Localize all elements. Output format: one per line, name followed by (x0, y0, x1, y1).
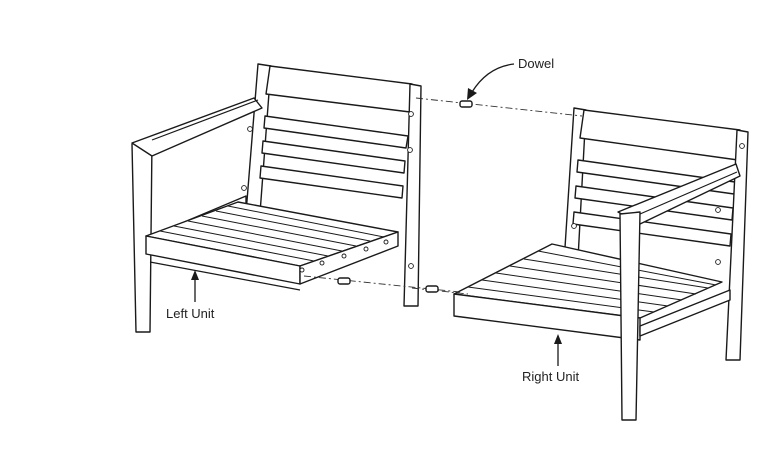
right-back-post-right (725, 129, 749, 361)
left-unit-label: Left Unit (166, 306, 215, 321)
left-arm-rest (131, 97, 263, 157)
dowel-alignment (303, 97, 583, 295)
dowel-lower-1 (337, 277, 351, 285)
right-arm-support (639, 289, 731, 337)
left-unit-chair (131, 63, 422, 333)
right-unit-label: Right Unit (522, 369, 580, 384)
left-back-slat-2 (263, 115, 409, 149)
left-back-post-right (403, 83, 422, 307)
left-back-top-rail (265, 65, 413, 113)
callout-arrows (191, 63, 562, 366)
right-seat-front-edge (453, 293, 641, 341)
right-back-top-rail (579, 109, 741, 161)
left-seat-side-edge (299, 231, 399, 285)
dowel-label: Dowel (518, 56, 555, 71)
left-back-slat-4 (259, 165, 404, 199)
right-back-slat-4 (572, 211, 732, 247)
upper-alignment-line (415, 97, 583, 117)
dowel-upper (459, 100, 473, 108)
right-unit-chair (453, 107, 749, 421)
dowel-lower-2 (425, 285, 439, 293)
left-back-slat-3 (261, 140, 406, 174)
right-front-leg (619, 211, 641, 421)
dowel-callout-arrow (471, 63, 515, 93)
lower-alignment-line-2 (411, 287, 469, 295)
